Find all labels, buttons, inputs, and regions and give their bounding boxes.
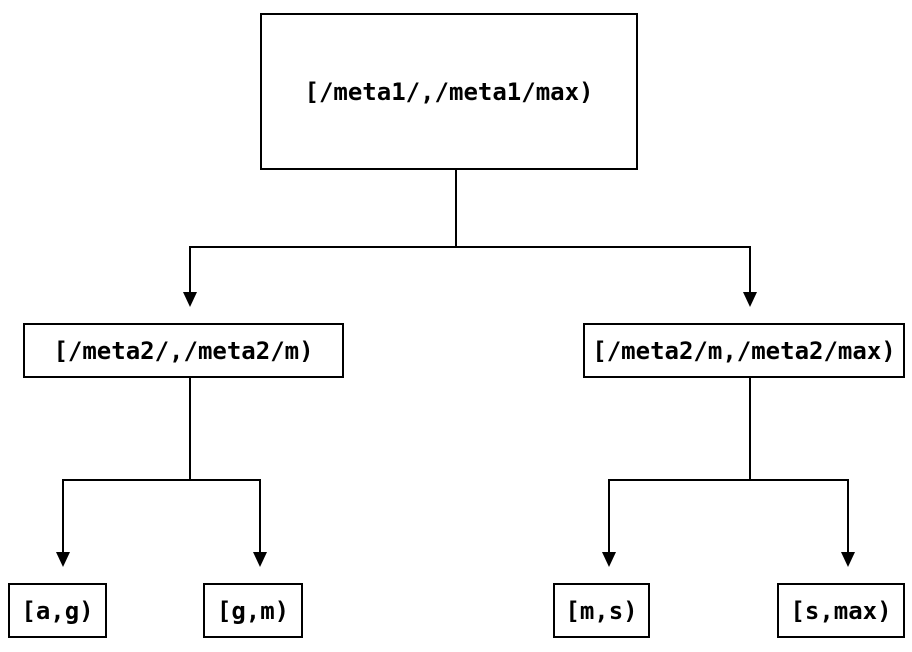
node-root: [/meta1/,/meta1/max) (260, 13, 638, 170)
arrow-down-icon (183, 292, 197, 307)
node-leaf-s-max: [s,max) (777, 583, 905, 638)
arrow-down-icon (743, 292, 757, 307)
node-leaf-a-g: [a,g) (8, 583, 107, 638)
node-right-child: [/meta2/m,/meta2/max) (583, 323, 905, 378)
node-leaf-g-m: [g,m) (203, 583, 303, 638)
arrow-down-icon (253, 552, 267, 567)
arrow-down-icon (56, 552, 70, 567)
arrow-down-icon (841, 552, 855, 567)
node-leaf-m-s: [m,s) (553, 583, 650, 638)
node-left-child: [/meta2/,/meta2/m) (23, 323, 344, 378)
arrow-down-icon (602, 552, 616, 567)
